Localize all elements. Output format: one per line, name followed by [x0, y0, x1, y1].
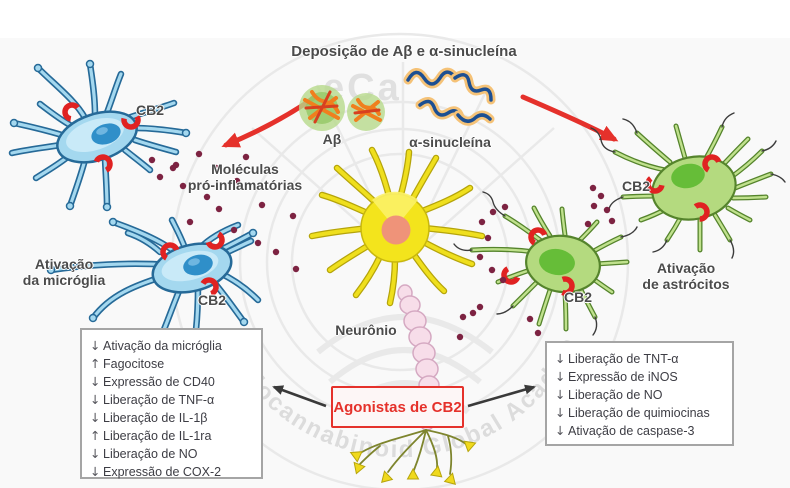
down-arrow-glyph: ↓: [90, 374, 101, 389]
list-item: ↓Ativação de caspase-3: [555, 422, 728, 440]
down-arrow-glyph: ↓: [555, 387, 566, 402]
list-item-text: Liberação de quimiocinas: [568, 406, 710, 420]
down-arrow-glyph: ↓: [90, 464, 101, 479]
figure-title: Deposição de Aβ e α-sinucleína: [291, 43, 517, 60]
list-item-text: Liberação de NO: [568, 388, 663, 402]
cb2-tag-astrocyte-small: CB2: [563, 289, 593, 305]
list-item-text: Expressão de CD40: [103, 375, 215, 389]
agonist-arrow-left: [272, 385, 327, 408]
molecules-label-line1: Moléculas: [211, 161, 279, 177]
red-arrow-right: [520, 94, 619, 142]
up-arrow-glyph: ↑: [90, 428, 101, 443]
cb2-tag-microglia-bottom: CB2: [197, 292, 227, 308]
down-arrow-glyph: ↓: [555, 423, 566, 438]
astrocyte-activation-line2: de astrócitos: [642, 276, 730, 292]
down-arrow-glyph: ↓: [90, 446, 101, 461]
down-arrow-glyph: ↓: [555, 351, 566, 366]
down-arrow-glyph: ↓: [555, 405, 566, 420]
list-item-text: Liberação de IL-1ra: [103, 429, 212, 443]
alpha-synuclein-label: α-sinucleína: [409, 134, 491, 150]
abeta-plaque-illustration: [299, 85, 385, 131]
abeta-label: Aβ: [322, 131, 342, 147]
list-item: ↓Expressão de iNOS: [555, 368, 728, 386]
list-item-text: Fagocitose: [103, 357, 165, 371]
cb2-receptor-icon: [62, 102, 141, 174]
microglia-activation-line2: da micróglia: [22, 272, 106, 288]
microglia-top-illustration: [11, 59, 191, 212]
astrocyte-large-illustration: [590, 112, 786, 259]
alpha-synuclein-illustration: [403, 67, 496, 126]
astrocyte-small-illustration: [453, 191, 638, 336]
list-item: ↓Liberação de NO: [90, 445, 257, 463]
microglia-activation-line1: Ativação: [34, 256, 94, 272]
list-item: ↓Liberação de quimiocinas: [555, 404, 728, 422]
agonist-cb2-box: Agonistas de CB2: [331, 386, 464, 428]
list-item: ↓Expressão de CD40: [90, 373, 257, 391]
neuron-label: Neurônio: [335, 322, 397, 338]
molecules-label: Moléculas pró-inflamatórias: [188, 161, 302, 193]
list-item: ↓Liberação de TNT-α: [555, 350, 728, 368]
list-item-text: Liberação de IL-1β: [103, 411, 208, 425]
list-item: ↓Liberação de NO: [555, 386, 728, 404]
down-arrow-glyph: ↓: [90, 410, 101, 425]
cb2-tag-microglia-top: CB2: [135, 102, 165, 118]
cb2-tag-astrocyte-large: CB2: [621, 178, 651, 194]
list-item-text: Liberação de NO: [103, 447, 198, 461]
agonist-arrow-right: [467, 384, 536, 408]
axon-terminals: [347, 429, 479, 485]
list-item: ↓Liberação de IL-1β: [90, 409, 257, 427]
microglia-effects-box: ↓Ativação da micróglia ↑Fagocitose ↓Expr…: [80, 328, 263, 479]
list-item: ↑Liberação de IL-1ra: [90, 427, 257, 445]
list-item-text: Expressão de iNOS: [568, 370, 678, 384]
list-item: ↓Expressão de COX-2: [90, 463, 257, 481]
list-item-text: Ativação da micróglia: [103, 339, 222, 353]
down-arrow-glyph: ↓: [90, 338, 101, 353]
down-arrow-glyph: ↓: [90, 392, 101, 407]
astrocyte-effects-box: ↓Liberação de TNT-α ↓Expressão de iNOS ↓…: [545, 341, 734, 446]
list-item-text: Expressão de COX-2: [103, 465, 222, 479]
list-item-text: Ativação de caspase-3: [568, 424, 695, 438]
astrocyte-activation-label: Ativação de astrócitos: [642, 260, 729, 292]
down-arrow-glyph: ↓: [555, 369, 566, 384]
up-arrow-glyph: ↑: [90, 356, 101, 371]
molecule-dots: [148, 150, 616, 341]
astrocyte-activation-line1: Ativação: [656, 260, 716, 276]
neuron-illustration: [312, 150, 482, 485]
microglia-bottom-illustration: [46, 219, 259, 342]
list-item: ↓Ativação da micróglia: [90, 337, 257, 355]
microglia-activation-label: Ativação da micróglia: [23, 256, 105, 288]
list-item-text: Liberação de TNF-α: [103, 393, 215, 407]
list-item-text: Liberação de TNT-α: [568, 352, 679, 366]
list-item: ↑Fagocitose: [90, 355, 257, 373]
agonist-cb2-label: Agonistas de CB2: [333, 398, 462, 416]
molecules-label-line2: pró-inflamatórias: [187, 177, 303, 193]
list-item: ↓Liberação de TNF-α: [90, 391, 257, 409]
cb2-receptor-icon: [160, 230, 225, 297]
